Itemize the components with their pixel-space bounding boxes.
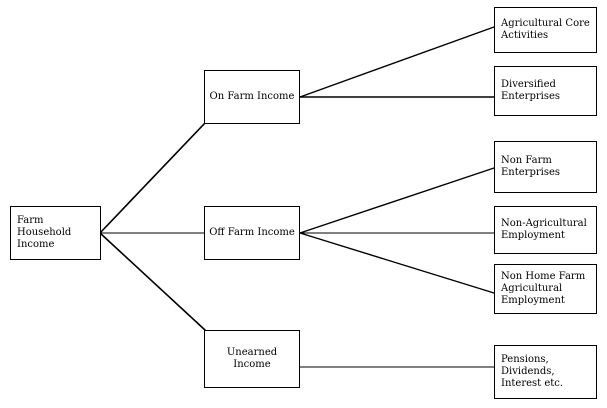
node-farm-household-income: Farm Household Income bbox=[10, 206, 101, 260]
node-diversified-enterprises: Diversified Enterprises bbox=[494, 66, 597, 116]
node-non-farm-enterprises: Non Farm Enterprises bbox=[494, 141, 597, 193]
node-on-farm-income: On Farm Income bbox=[204, 70, 300, 124]
connector-on-farm-agricultural-core bbox=[299, 26, 495, 98]
node-agricultural-core-activities: Agricultural Core Activities bbox=[494, 7, 597, 53]
node-off-farm-income: Off Farm Income bbox=[204, 206, 300, 260]
node-non-home-farm-agricultural-employment: Non Home Farm Agricultural Employment bbox=[494, 264, 597, 314]
connector-root-unearned bbox=[99, 232, 206, 331]
connector-root-on-farm bbox=[99, 122, 206, 234]
connector-off-farm-non-home-farm bbox=[299, 232, 495, 294]
node-non-agricultural-employment: Non-Agricultural Employment bbox=[494, 206, 597, 254]
connector-off-farm-non-farm-enterprises bbox=[299, 167, 495, 234]
node-pensions-dividends-interest: Pensions, Dividends, Interest etc. bbox=[494, 345, 597, 399]
node-unearned-income: Unearned Income bbox=[204, 330, 300, 388]
